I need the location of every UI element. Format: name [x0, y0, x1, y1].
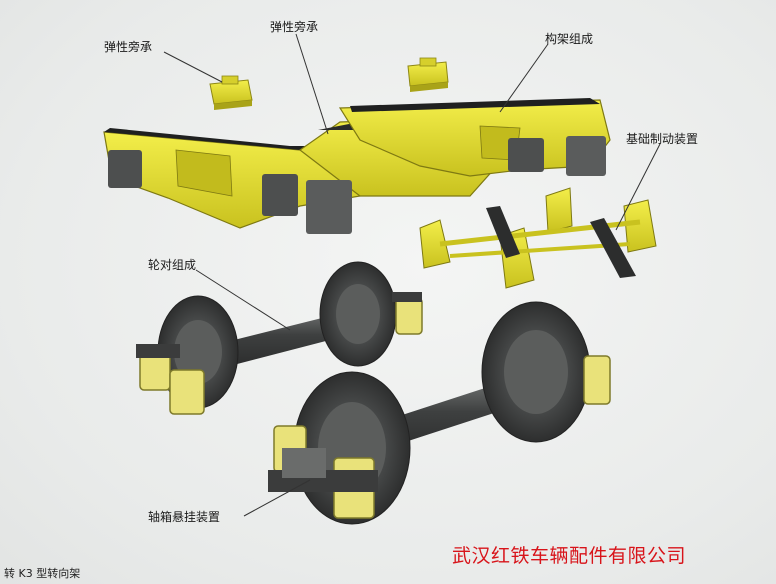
label-side-bearing-right: 弹性旁承	[270, 20, 319, 34]
label-wheelset: 轮对组成	[148, 258, 197, 272]
leader-lines	[163, 33, 661, 517]
wheelset-rear	[136, 261, 423, 415]
side-bearing-left	[209, 75, 253, 110]
brake-device	[419, 187, 657, 289]
company-watermark: 武汉红铁车辆配件有限公司	[452, 545, 687, 567]
bogie-frame	[103, 98, 611, 234]
side-bearing-right	[407, 57, 449, 92]
label-brake-device: 基础制动装置	[626, 132, 699, 146]
axlebox-spring	[139, 297, 423, 415]
label-side-bearing-left: 弹性旁承	[104, 40, 153, 54]
label-frame-assembly: 构架组成	[545, 32, 594, 46]
label-axlebox-suspension: 轴箱悬挂装置	[148, 510, 221, 524]
wheelset-front	[268, 301, 611, 525]
figure-caption: 转 K3 型转向架	[4, 567, 81, 580]
